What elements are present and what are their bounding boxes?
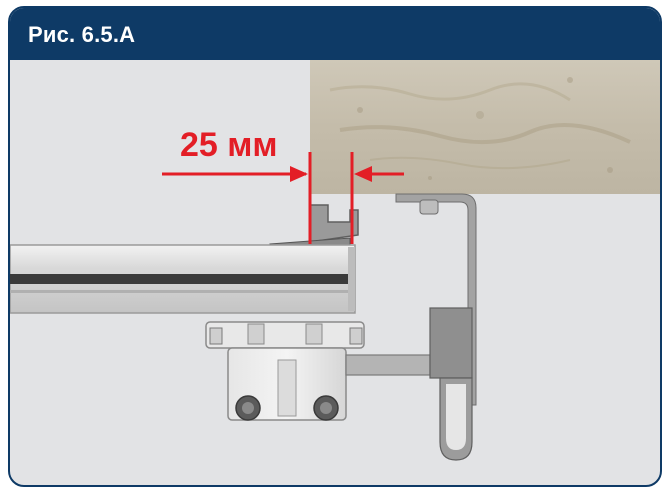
rail-clip (269, 204, 359, 251)
curtain-rail (10, 244, 356, 314)
runner-carriage (205, 321, 431, 421)
dimension-label: 25 мм (180, 126, 278, 164)
dimension-right-arrowhead (354, 166, 372, 182)
figure-frame: Рис. 6.5.A (8, 6, 662, 487)
bracket-hook (429, 307, 473, 461)
figure-header: Рис. 6.5.A (10, 8, 660, 60)
dimension-marker: 25 мм (162, 126, 404, 244)
figure-title: Рис. 6.5.A (28, 22, 136, 47)
installation-diagram: 25 мм (10, 60, 660, 461)
dimension-left-arrowhead (290, 166, 308, 182)
